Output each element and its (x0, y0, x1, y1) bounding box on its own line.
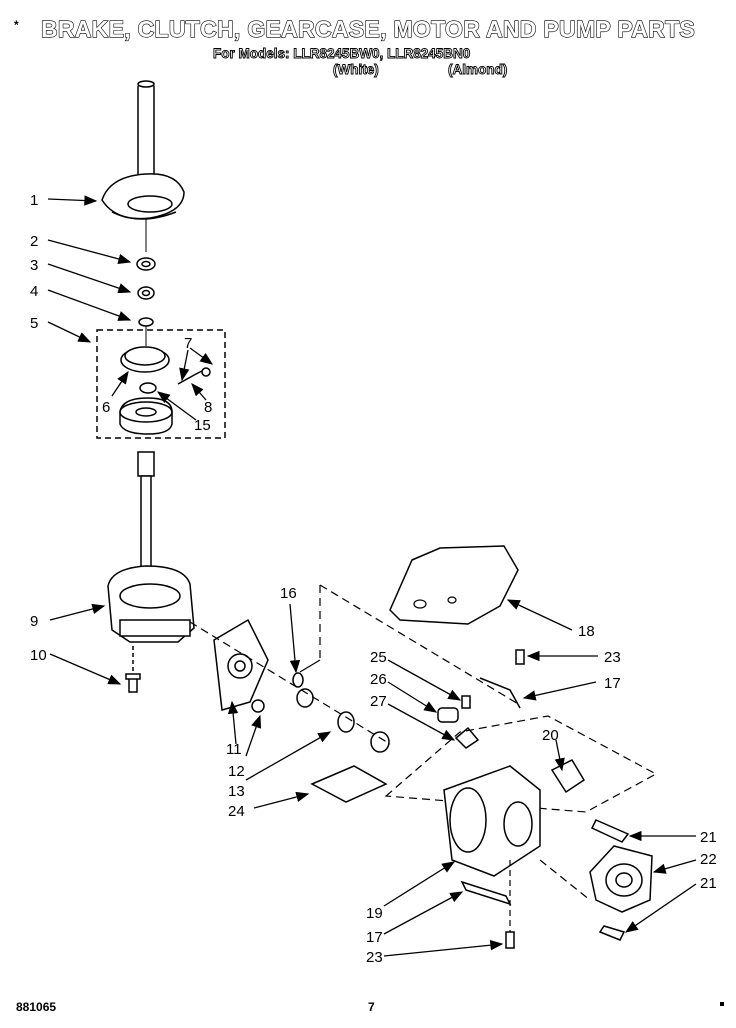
gearcase (107, 565, 195, 643)
color-almond-label: (Almond) (448, 62, 508, 78)
callout-5: 5 (30, 315, 38, 332)
shield-18 (389, 545, 519, 625)
callout-21-bottom: 21 (700, 875, 717, 892)
clutch-parts (119, 346, 211, 435)
callout-22: 22 (700, 851, 717, 868)
mounting-plate (213, 618, 269, 711)
callout-15: 15 (194, 417, 211, 434)
motor-19 (443, 765, 541, 877)
callout-16: 16 (280, 585, 297, 602)
washers-2-4 (136, 257, 156, 327)
callout-20: 20 (542, 727, 559, 744)
callout-25: 25 (370, 649, 387, 666)
screw-10 (125, 646, 141, 693)
callout-10: 10 (30, 647, 47, 664)
callout-21-top: 21 (700, 829, 717, 846)
callout-11: 11 (226, 741, 242, 758)
motor-kit-box (384, 715, 658, 813)
callout-1: 1 (30, 192, 38, 209)
pad-24 (310, 765, 388, 803)
models-label: For Models: LLR8245BW0, LLR8245BN0 (213, 46, 471, 62)
screw-23-bottom (505, 931, 515, 949)
callout-17-top: 17 (604, 675, 621, 692)
callout-18: 18 (578, 623, 595, 640)
clip-17-top (479, 677, 521, 709)
small-parts-middle (251, 672, 390, 753)
clip-17-bottom (460, 880, 512, 906)
callout-9: 9 (30, 613, 38, 630)
callout-2: 2 (30, 233, 38, 250)
page-number: 7 (368, 1000, 375, 1014)
callout-3: 3 (30, 257, 38, 274)
corner-dot (720, 1002, 724, 1006)
brake-assembly (101, 80, 185, 220)
clutch-kit-box (96, 329, 226, 439)
callout-labels: 1 2 3 4 5 6 7 8 15 9 10 16 11 12 13 24 1… (30, 192, 717, 966)
switch-20 (550, 759, 586, 794)
color-white-label: (White) (333, 62, 380, 78)
corner-mark: * (14, 18, 19, 32)
clip-21-top (590, 819, 630, 843)
screw-23-top (515, 649, 525, 665)
leader-arrows (47, 195, 697, 957)
doc-number: 881065 (16, 1000, 57, 1014)
callout-8: 8 (204, 399, 212, 416)
callout-7: 7 (184, 335, 192, 352)
callout-24: 24 (228, 803, 245, 820)
clip-21-bottom (598, 925, 626, 941)
callout-4: 4 (30, 283, 38, 300)
callout-23-top: 23 (604, 649, 621, 666)
capacitor-parts (437, 695, 480, 749)
callout-6: 6 (102, 399, 110, 416)
callout-19: 19 (366, 905, 383, 922)
page-title: BRAKE, CLUTCH, GEARCASE, MOTOR AND PUMP … (40, 15, 696, 42)
pump-22 (589, 845, 653, 913)
callout-27: 27 (370, 693, 387, 710)
callout-12: 12 (228, 763, 245, 780)
callout-13: 13 (228, 783, 245, 800)
callout-17-bottom: 17 (366, 929, 383, 946)
callout-26: 26 (370, 671, 387, 688)
callout-23-bottom: 23 (366, 949, 383, 966)
